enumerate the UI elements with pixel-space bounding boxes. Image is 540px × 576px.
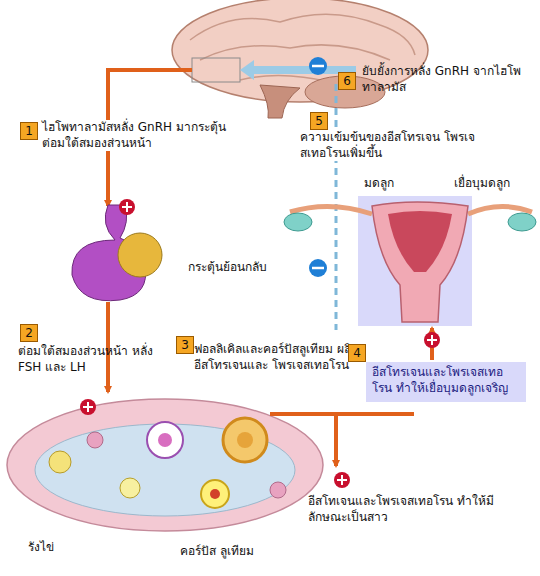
drawing-part xyxy=(201,480,229,508)
callout-number: 6 xyxy=(338,72,356,90)
drawing-part xyxy=(388,211,452,272)
uterus-drawing xyxy=(284,196,536,326)
callout-number: 5 xyxy=(310,112,328,130)
drawing-part xyxy=(270,482,286,498)
drawing-part xyxy=(312,65,324,68)
drawing-part xyxy=(122,202,132,212)
callout-number: 1 xyxy=(20,122,38,140)
drawing-part xyxy=(290,206,372,214)
brain-drawing xyxy=(172,0,428,118)
callout-number: 3 xyxy=(176,336,194,354)
drawing-part xyxy=(192,58,240,82)
text-label: เยื่อบุมดลูก xyxy=(454,176,538,192)
plus-symbol xyxy=(80,399,96,415)
drawing-part xyxy=(334,472,350,488)
drawing-part xyxy=(147,422,183,458)
drawing-part xyxy=(284,213,312,231)
drawing-part xyxy=(508,213,536,231)
text-label: รังไข่ xyxy=(28,540,98,556)
text-label: คอร์ปัส ลูเทียม xyxy=(180,544,300,560)
drawing-part xyxy=(427,335,437,345)
text-box: อีสโทรเจนและโพรเจสเทอโรน ทำให้เยื่อบุมดล… xyxy=(366,362,526,402)
drawing-part xyxy=(190,14,415,55)
drawing-part xyxy=(309,57,327,75)
drawing-part xyxy=(223,418,267,462)
drawing-part xyxy=(87,432,103,448)
drawing-part xyxy=(118,233,162,277)
drawing-part xyxy=(372,202,468,322)
plus-symbol xyxy=(119,199,135,215)
text-label: ความเข้มข้นของอีสโทรเจน โพรเจสเทอโรนเพิ่… xyxy=(298,130,482,161)
text-label: ยับยั้งการหลั่ง GnRH จากไฮโพทาลามัส xyxy=(362,64,532,95)
drawing-part xyxy=(237,432,253,448)
drawing-part xyxy=(309,259,327,277)
ovary-drawing xyxy=(7,399,323,531)
drawing-part xyxy=(158,433,172,447)
callout-number: 2 xyxy=(20,324,38,342)
drawing-part xyxy=(358,196,472,326)
hormone-line xyxy=(270,412,412,414)
text-label: ต่อมใต้สมองส่วนหน้า หลั่ง FSH และ LH xyxy=(18,344,168,375)
drawing-part xyxy=(83,402,93,412)
drawing-part xyxy=(210,489,220,499)
minus-symbol xyxy=(309,259,327,277)
drawing-part xyxy=(312,267,324,270)
drawing-part xyxy=(7,399,323,531)
drawing-part xyxy=(120,478,140,498)
inhibition-arrowhead xyxy=(240,60,254,80)
drawing-part xyxy=(119,199,135,215)
callout-number: 4 xyxy=(348,344,366,362)
box-text: อีสโทรเจนและโพรเจสเทอโรน ทำให้เยื่อบุมดล… xyxy=(372,365,520,396)
drawing-part xyxy=(49,451,71,473)
drawing-part xyxy=(424,332,440,348)
pituitary-drawing xyxy=(72,205,162,301)
plus-symbol xyxy=(334,472,350,488)
drawing-part xyxy=(80,399,96,415)
drawing-part xyxy=(337,475,347,485)
text-label: ฟอลลิเคิลและคอร์ปัสลูเทียม ผลิตอีสโทรเจน… xyxy=(194,342,359,373)
text-label: อีสโทเจนและโพรเจสเทอโรน ทำให้มีลักษณะเป็… xyxy=(308,494,508,525)
text-label: ไฮโพทาลามัสหลั่ง GnRH มากระตุ้นต่อมใต้สม… xyxy=(40,120,234,151)
text-label: มดลูก xyxy=(364,176,424,192)
drawing-part xyxy=(260,85,300,118)
text-label: กระตุ้นย้อนกลับ xyxy=(188,260,298,276)
hormone-line xyxy=(334,414,338,466)
minus-symbol xyxy=(309,57,327,75)
plus-symbol xyxy=(424,332,440,348)
